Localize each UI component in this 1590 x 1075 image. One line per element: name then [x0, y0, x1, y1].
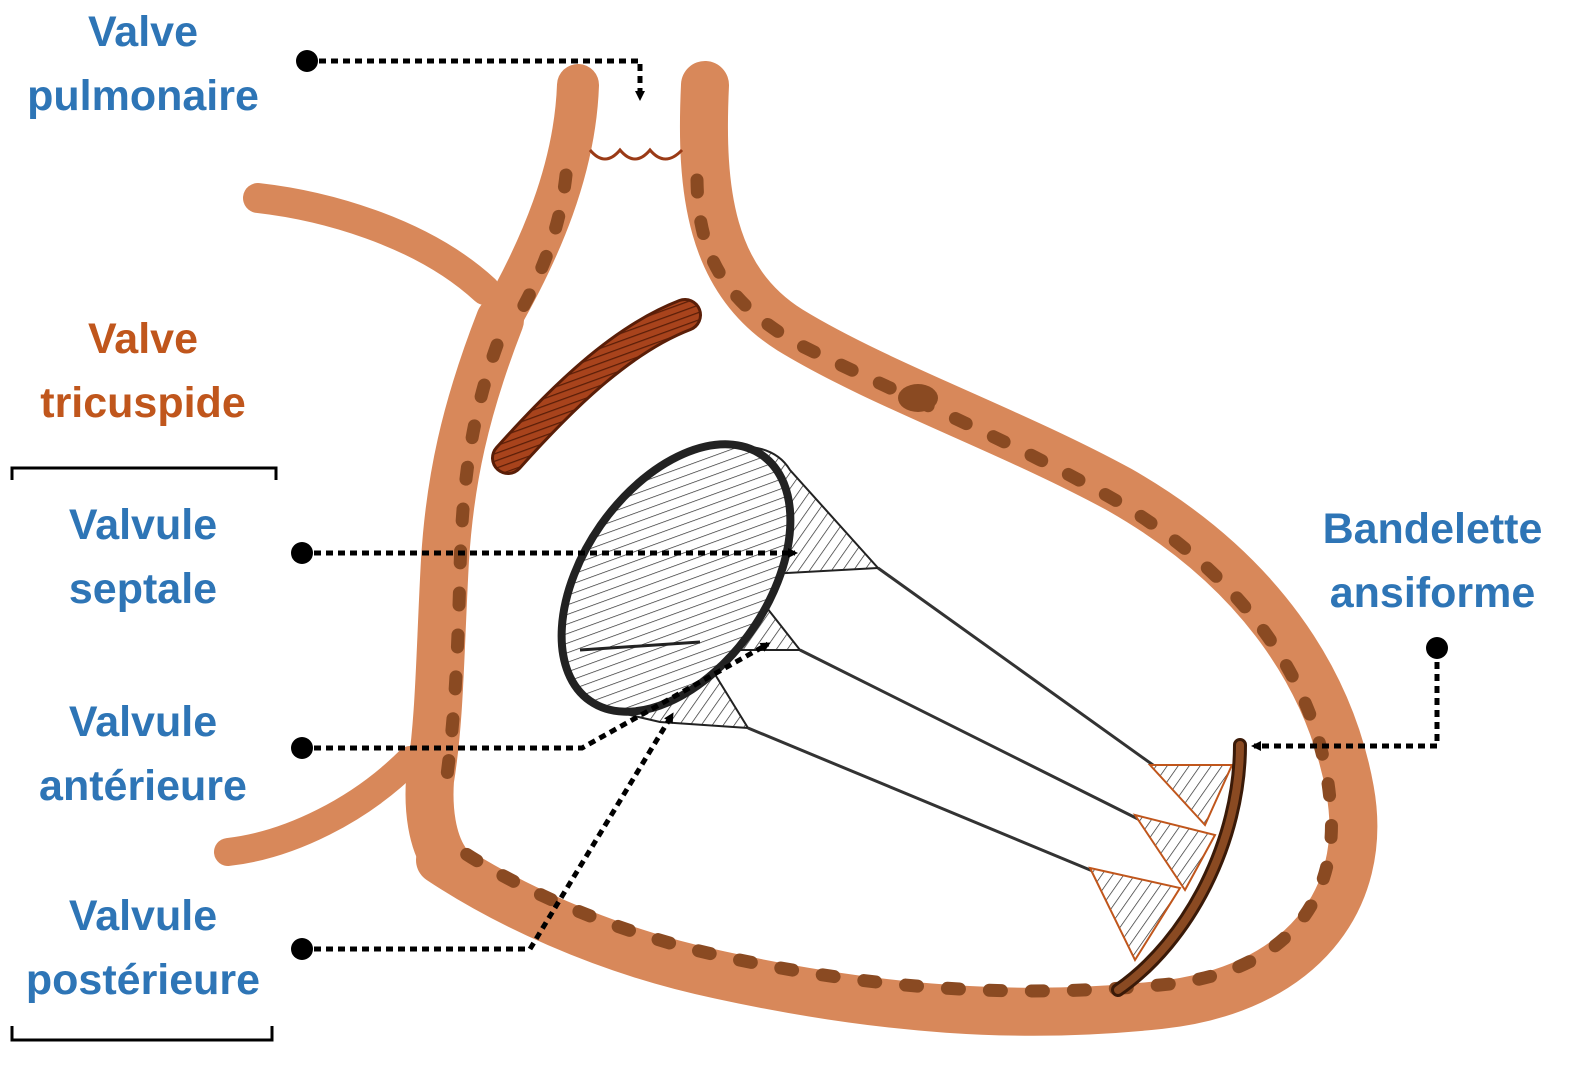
label-pulmonary-line1: Valve: [18, 0, 268, 64]
label-moderator-line2: ansiforme: [1305, 561, 1560, 625]
papillary-fan-1: [1150, 765, 1232, 825]
label-septal-line2: septale: [18, 557, 268, 621]
pulmonary-trunk-left-wall: [500, 85, 578, 320]
label-moderator-line1: Bandelette: [1305, 497, 1560, 561]
label-septal-line1: Valvule: [18, 493, 268, 557]
label-pulmonary-line2: pulmonaire: [18, 64, 268, 128]
bracket-bottom: [12, 1026, 272, 1040]
tricuspid-ring: [508, 315, 685, 458]
label-tricuspid-line1: Valve: [18, 307, 268, 371]
wall-blob: [898, 384, 938, 412]
label-tricuspid-valve: Valve tricuspide: [18, 307, 268, 435]
pulmonary-valve-cusps: [590, 150, 682, 159]
upper-vessel-branch: [258, 198, 485, 290]
label-posterior-line1: Valvule: [18, 884, 268, 948]
valve-annulus: [515, 402, 838, 753]
label-moderator-band: Bandelette ansiforme: [1305, 497, 1560, 625]
label-septal-leaflet: Valvule septale: [18, 493, 268, 621]
label-anterior-line1: Valvule: [18, 690, 268, 754]
label-posterior-line2: postérieure: [18, 948, 268, 1012]
label-anterior-line2: antérieure: [18, 754, 268, 818]
label-pulmonary-valve: Valve pulmonaire: [18, 0, 268, 128]
chordae-tendineae: [748, 568, 1160, 872]
bracket-top: [12, 468, 276, 480]
label-tricuspid-line2: tricuspide: [18, 371, 268, 435]
label-anterior-leaflet: Valvule antérieure: [18, 690, 268, 818]
label-posterior-leaflet: Valvule postérieure: [18, 884, 268, 1012]
